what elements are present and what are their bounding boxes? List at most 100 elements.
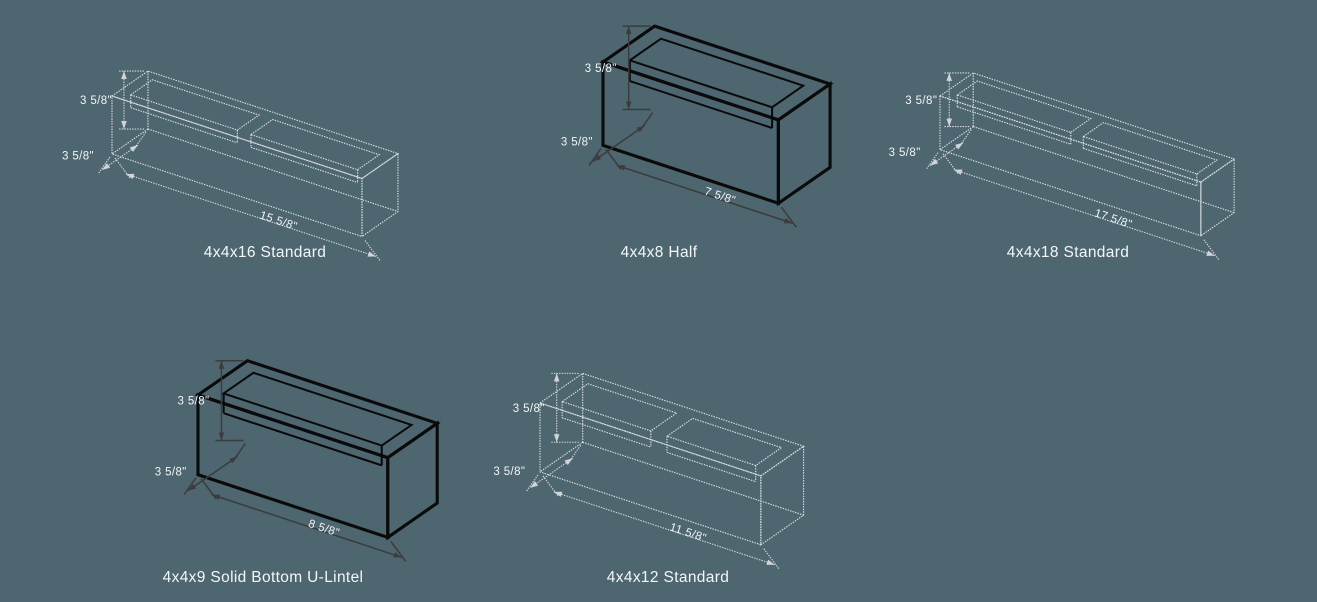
depth-arrow-front (593, 154, 602, 162)
dimension-annotations: 3 5/8"3 5/8"17 5/8" (889, 72, 1220, 261)
length-arrow-left (126, 173, 135, 180)
block-drawing-4x4x8-half[interactable]: 3 5/8"3 5/8"7 5/8" (515, 0, 875, 235)
length-dim-text: 11 5/8" (668, 522, 708, 545)
depth-dim-line (592, 124, 646, 162)
depth-dim-text: 3 5/8" (62, 151, 94, 163)
block-right-face (1200, 157, 1235, 237)
depth-witness-back (958, 129, 972, 147)
block-drawing-4x4x18-standard[interactable]: 3 5/8"3 5/8"17 5/8" (872, 0, 1317, 261)
length-witness-right (763, 548, 780, 570)
block-right-face (776, 81, 832, 207)
dimension-annotations: 3 5/8"3 5/8"11 5/8" (493, 372, 780, 570)
block-geometry (194, 358, 441, 541)
block-front-face (111, 95, 363, 238)
block-front-face (539, 402, 762, 546)
depth-arrow-front (930, 158, 939, 166)
block-figure-4x4x9-solid-bottom-u-lintel[interactable]: 3 5/8"3 5/8"8 5/8" (112, 335, 492, 570)
block-caption-4x4x18-standard: 4x4x18 Standard (1006, 244, 1130, 261)
height-arrow-down (218, 432, 225, 441)
height-dim-text: 3 5/8" (905, 95, 937, 107)
block-drawing-4x4x9-solid-bottom-u-lintel[interactable]: 3 5/8"3 5/8"8 5/8" (112, 335, 492, 570)
block-drawing-4x4x12-standard[interactable]: 3 5/8"3 5/8"11 5/8" (470, 335, 890, 570)
dimension-annotations: 3 5/8"3 5/8"7 5/8" (561, 25, 797, 228)
block-geometry (938, 72, 1236, 237)
block-geometry (599, 24, 834, 207)
height-arrow-down (121, 121, 127, 130)
depth-witness-front (97, 156, 111, 175)
depth-arrow-back (229, 456, 238, 464)
height-arrow-up (121, 71, 127, 80)
length-arrow-right (367, 251, 376, 257)
height-dim-text: 3 5/8" (585, 63, 617, 75)
block-caption-4x4x16-standard: 4x4x16 Standard (203, 244, 327, 261)
block-drawing-4x4x16-standard[interactable]: 3 5/8" 3 5/8" 15 5/8" (40, 0, 510, 261)
depth-arrow-front (188, 483, 197, 491)
cell-inner-floor-1 (957, 106, 1071, 145)
cell-inner-floor-2 (250, 146, 358, 184)
depth-witness-back (133, 131, 147, 150)
block-figure-4x4x8-half[interactable]: 3 5/8"3 5/8"7 5/8" (515, 0, 875, 235)
block-geometry (110, 70, 400, 238)
height-arrow-up (553, 373, 560, 382)
block-hidden-edge-bottom-left (111, 128, 149, 155)
block-top-face (194, 358, 441, 460)
depth-witness-back (568, 444, 582, 463)
height-arrow-down (553, 434, 560, 443)
length-witness-right (780, 206, 797, 228)
length-arrow-right (1206, 250, 1215, 256)
length-dim-line (553, 491, 776, 566)
length-dim-line (953, 169, 1216, 257)
block-right-face (386, 420, 439, 541)
length-witness-right (390, 540, 407, 562)
length-dim-text: 15 5/8" (258, 210, 299, 234)
block-top-face (538, 372, 805, 477)
height-dim-text: 3 5/8" (80, 95, 112, 107)
block-figure-4x4x16-standard[interactable]: 3 5/8" 3 5/8" 15 5/8" (40, 0, 510, 261)
depth-witness-front (588, 147, 602, 166)
length-arrow-left (212, 494, 221, 500)
block-front-face (939, 95, 1202, 237)
block-caption-4x4x9-solid-bottom-u-lintel: 4x4x9 Solid Bottom U-Lintel (162, 569, 364, 586)
depth-arrow-back (564, 458, 573, 466)
block-right-face (760, 445, 805, 546)
cell-opening-2 (249, 118, 381, 171)
block-top-face (110, 70, 400, 180)
length-arrow-right (766, 559, 775, 565)
length-dim-line (125, 173, 377, 258)
length-arrow-left (617, 165, 626, 171)
length-arrow-left (554, 491, 563, 498)
depth-dim-text: 3 5/8" (493, 466, 525, 478)
block-hidden-edge-bottom-back (582, 441, 804, 516)
length-dim-line (211, 494, 402, 559)
depth-arrow-back (636, 125, 645, 133)
cell-opening-1 (560, 383, 678, 432)
block-figure-4x4x18-standard[interactable]: 3 5/8"3 5/8"17 5/8" (872, 0, 1317, 261)
cell-opening-2 (665, 417, 783, 467)
length-dim-line (616, 164, 793, 224)
depth-dim-line (529, 457, 574, 489)
cell-opening-1 (627, 37, 806, 109)
length-witness-right (1203, 239, 1220, 261)
depth-witness-front (925, 152, 939, 170)
cell-inner-floor-1 (223, 412, 383, 467)
block-caption-4x4x12-standard: 4x4x12 Standard (606, 569, 730, 586)
block-geometry (538, 372, 805, 546)
block-figure-4x4x12-standard[interactable]: 3 5/8"3 5/8"11 5/8" (470, 335, 890, 570)
cell-inner-floor-2 (1083, 147, 1197, 187)
block-right-face (361, 152, 399, 238)
depth-arrow-back (955, 142, 964, 150)
height-arrow-up (218, 360, 225, 369)
dimension-annotations: 3 5/8" 3 5/8" 15 5/8" (62, 70, 381, 261)
cell-opening-1 (221, 371, 414, 447)
length-arrow-right (393, 552, 402, 558)
depth-dim-line (187, 455, 238, 492)
height-dim-text: 3 5/8" (177, 396, 209, 408)
depth-dim-text: 3 5/8" (155, 467, 187, 479)
depth-witness-front (525, 474, 539, 493)
length-arrow-left (954, 169, 963, 175)
cell-inner-floor-2 (666, 451, 756, 483)
block-hidden-edge-bottom-back (147, 128, 399, 213)
cell-inner-floor-1 (629, 80, 773, 129)
cell-opening-2 (1082, 121, 1219, 175)
depth-arrow-front (102, 163, 111, 170)
